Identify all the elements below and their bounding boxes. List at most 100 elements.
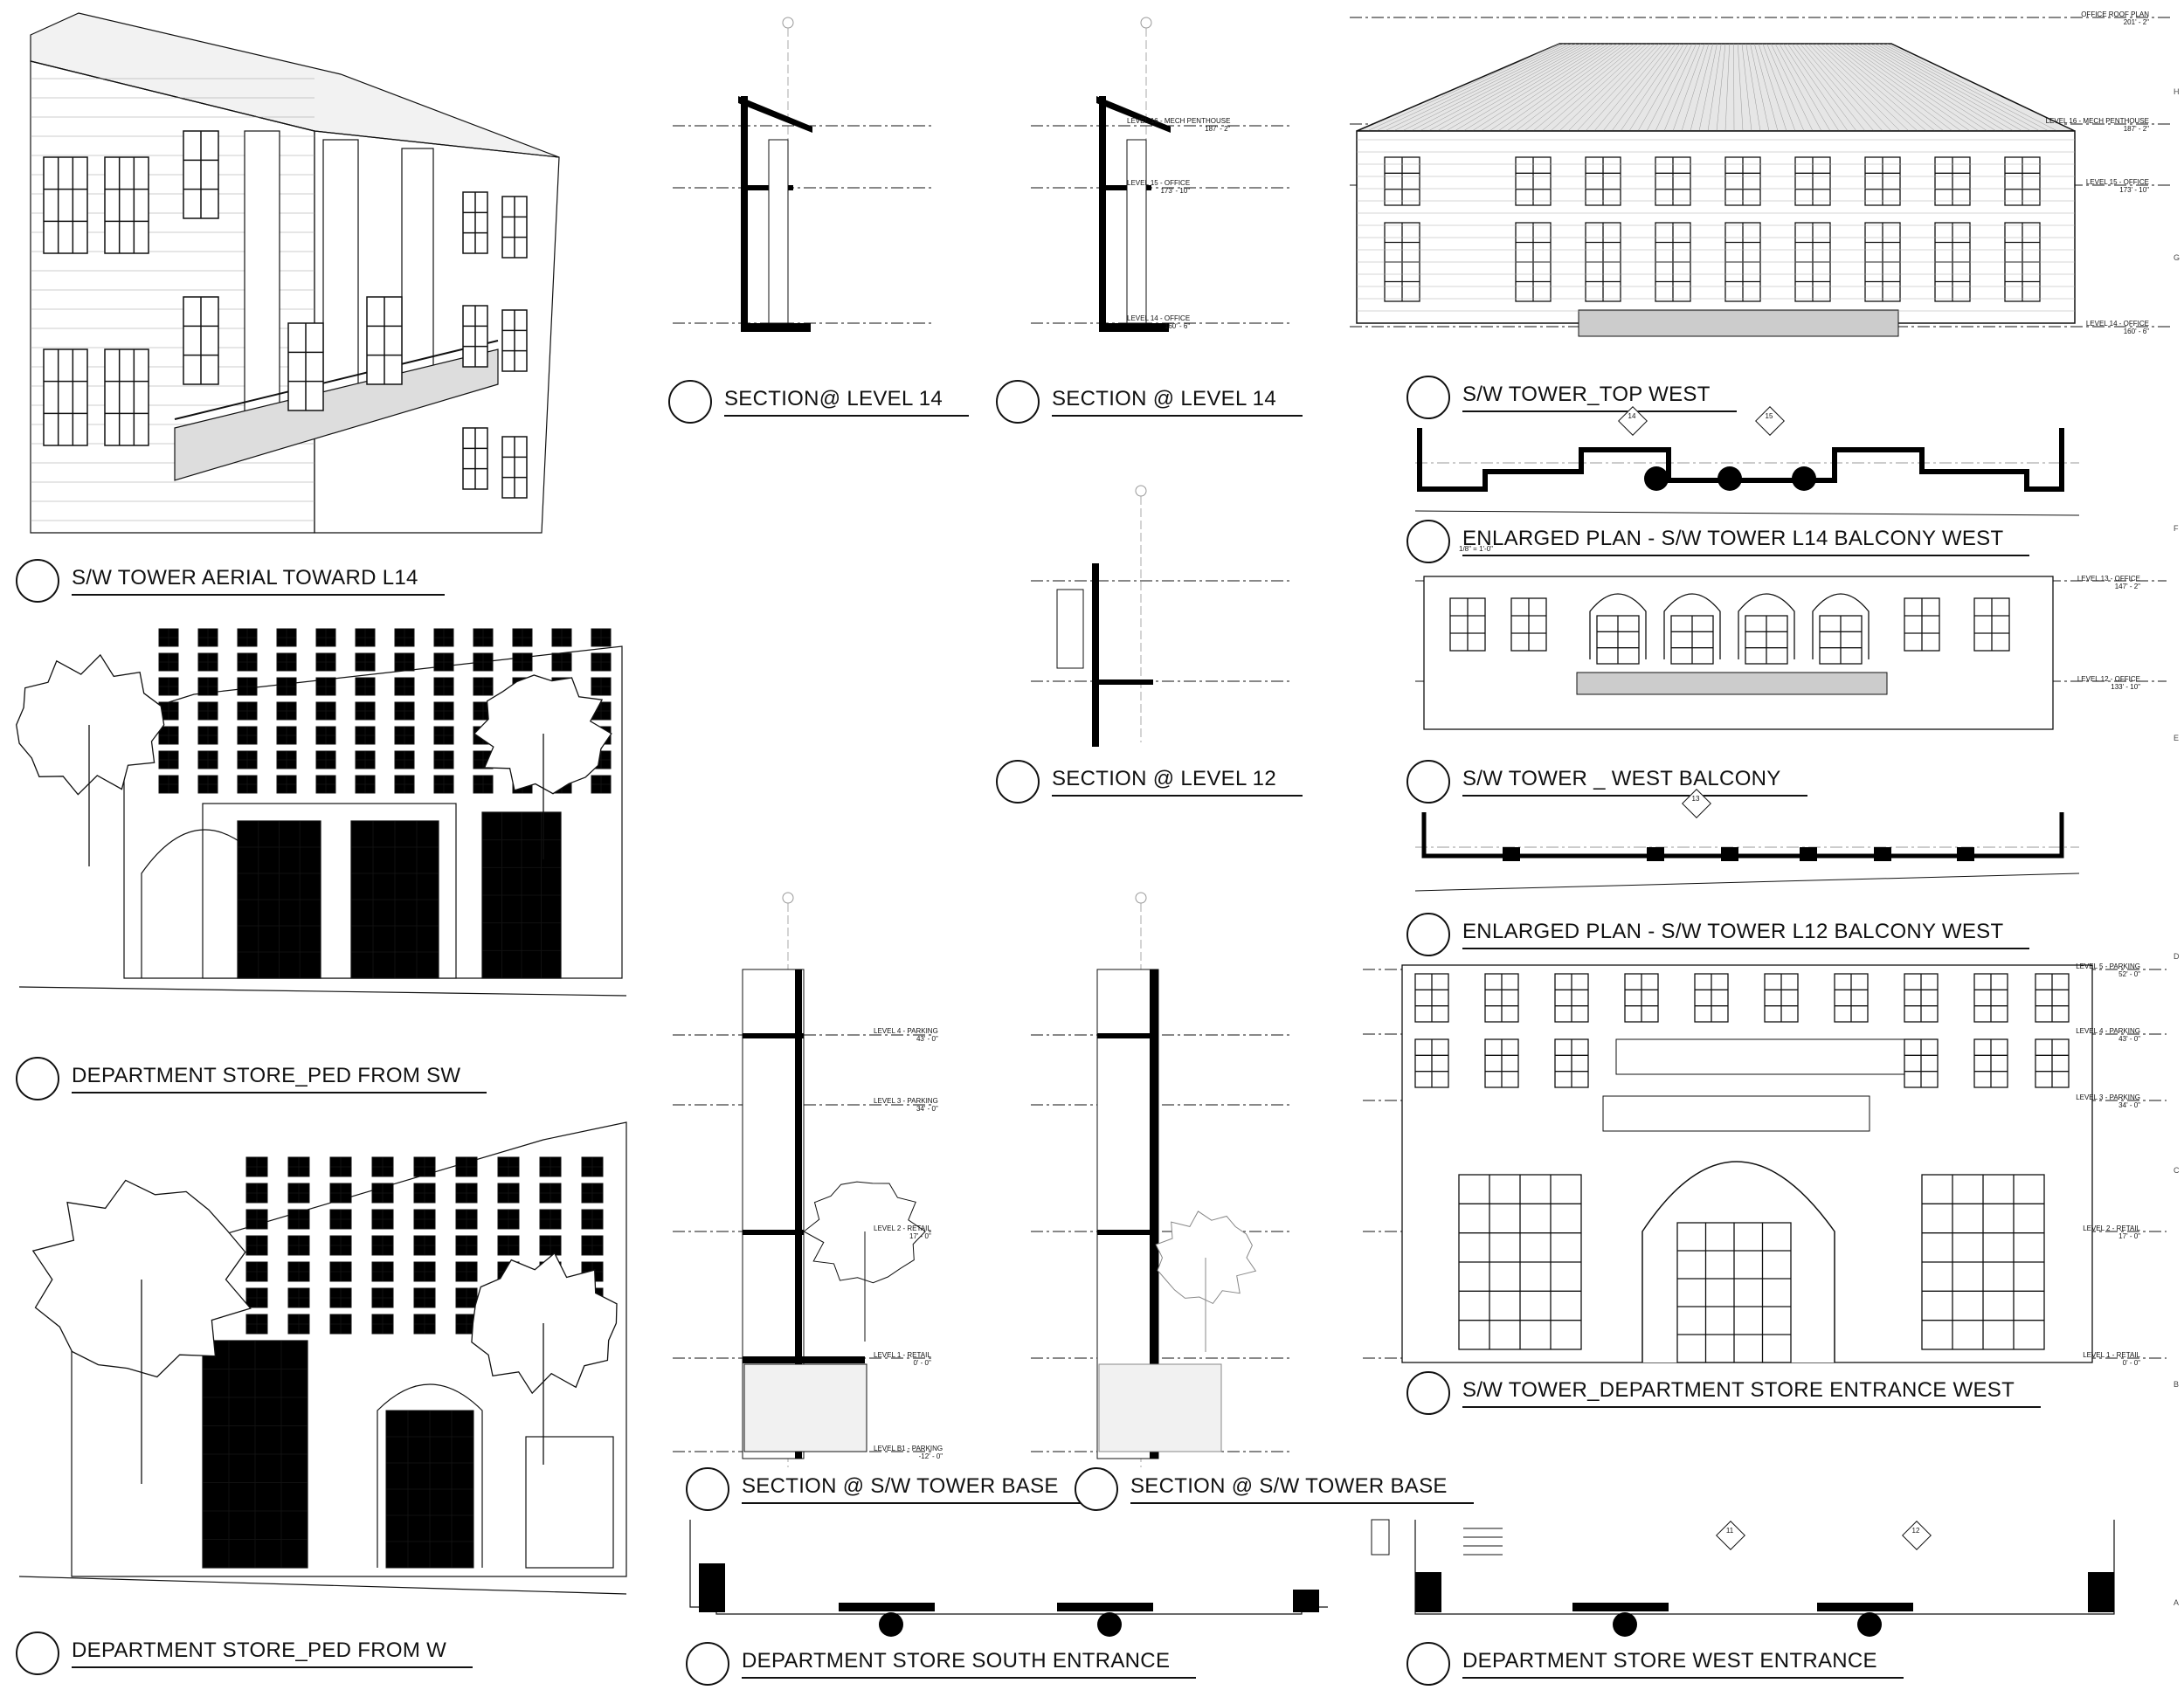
view-title: S/W TOWER_DEPARTMENT STORE ENTRANCE WEST [1406, 1371, 2042, 1415]
drawing-line [1707, 43, 1722, 132]
dept-ped-sw-perspective [16, 611, 627, 1039]
dept-south-entrance-plan [681, 1511, 1345, 1642]
grid-letter: H [2174, 87, 2180, 96]
view-bubble [1406, 520, 1450, 563]
section-level-12-drawing [1031, 485, 1293, 747]
drawing-line [43, 348, 88, 446]
drawing-line [1754, 43, 1779, 132]
drawing-line [1870, 43, 2023, 132]
view-title-text: SECTION@ LEVEL 14 [724, 387, 969, 417]
grid-letter: C [2174, 1166, 2180, 1175]
view-title: DEPARTMENT STORE_PED FROM SW [16, 1057, 487, 1100]
level-name: LEVEL 15 - OFFICE [2085, 178, 2149, 186]
dept-ped-sw-drawing [16, 628, 627, 997]
drawing-line [104, 156, 149, 254]
drawing-line [1480, 43, 1614, 132]
level-name: LEVEL 3 - PARKING [874, 1097, 938, 1105]
drawing-line [1410, 43, 1580, 132]
view-title-text: S/W TOWER_TOP WEST [1462, 383, 1737, 412]
level-elev: 201' - 2" [2123, 18, 2149, 26]
drawing-line [1436, 43, 1593, 132]
level-name: LEVEL 5 - PARKING [2076, 962, 2140, 970]
drawing-line [1724, 43, 1730, 132]
section-tower-base-a-drawing [673, 892, 935, 1467]
view-bubble [1075, 1467, 1118, 1511]
aerial-perspective-drawing [30, 12, 560, 534]
level-elev: 147' - 2" [2114, 583, 2140, 590]
drawing-line [1524, 43, 1635, 132]
level-name: LEVEL 14 - OFFICE [2085, 320, 2149, 328]
drawing-line [1741, 43, 1752, 132]
drawing-line [1489, 43, 1618, 132]
dept-west-entrance-plan [1363, 1511, 2167, 1642]
level-name: LEVEL 1 - RETAIL [2083, 1351, 2140, 1359]
drawing-line [1762, 43, 1796, 132]
drawing-line [1690, 43, 1713, 132]
level-name: OFFICE ROOF PLAN [2081, 10, 2149, 18]
drawing-line [1497, 43, 1622, 132]
drawing-line [1800, 43, 1875, 132]
view-title: SECTION @ LEVEL 12 [996, 760, 1303, 804]
drawing-line [471, 1252, 618, 1395]
section-tag-num: 13 [1691, 795, 1700, 803]
drawing-line [1862, 43, 2006, 132]
level-name: LEVEL 4 - PARKING [874, 1027, 938, 1035]
level-elev: 173' - 10" [2119, 186, 2149, 194]
view-title: S/W TOWER AERIAL TOWARD L14 [16, 559, 445, 603]
drawing-line [1716, 43, 1726, 132]
section-level-14-a-drawing [673, 17, 935, 332]
west-balcony-drawing [1415, 576, 2167, 730]
drawing-line [1774, 43, 1822, 132]
drawing-line [1758, 43, 1787, 132]
drawing-line [1804, 43, 1883, 132]
level-elev: 0' - 0" [2122, 1359, 2140, 1367]
drawing-line [1655, 43, 1697, 132]
view-title: ENLARGED PLAN - S/W TOWER L14 BALCONY WE… [1406, 520, 2030, 563]
section-level-12 [1031, 480, 1328, 751]
section-tag: 11 [1716, 1521, 1745, 1550]
drawing-line [1812, 43, 1901, 132]
drawing-line [1532, 43, 1639, 132]
view-bubble [668, 380, 712, 424]
view-bubble [686, 1642, 729, 1686]
level-name: LEVEL 1 - RETAIL [874, 1351, 931, 1359]
dept-entrance-west-drawing [1363, 964, 2167, 1363]
view-bubble [16, 1057, 59, 1100]
view-title-text: SECTION @ S/W TOWER BASE [1130, 1474, 1474, 1504]
view-title: SECTION @ S/W TOWER BASE [1075, 1467, 1474, 1511]
view-title-text: DEPARTMENT STORE_PED FROM SW [72, 1064, 487, 1093]
view-title: S/W TOWER_TOP WEST [1406, 376, 1737, 419]
level-name: LEVEL 16 - MECH PENTHOUSE [2045, 117, 2149, 125]
section-tower-base-b [1031, 882, 1328, 1476]
west-balcony-elevation [1415, 563, 2167, 738]
level-elev: 187' - 2" [1205, 125, 1231, 133]
view-title-text: S/W TOWER AERIAL TOWARD L14 [72, 566, 445, 596]
level-name: LEVEL 2 - RETAIL [874, 1224, 931, 1232]
drawing-line [104, 348, 149, 446]
dept-south-entrance-drawing [689, 1520, 1328, 1637]
drawing-line [1887, 43, 2058, 132]
tower-top-west-drawing [1350, 17, 2171, 337]
grid-letter: D [2174, 952, 2180, 961]
drawing-line [31, 1179, 252, 1378]
drawing-line [1828, 43, 1936, 132]
drawing-line [1824, 43, 1927, 132]
view-title: ENLARGED PLAN - S/W TOWER L12 BALCONY WE… [1406, 913, 2030, 956]
drawing-line [1620, 43, 1680, 132]
section-tag: 12 [1902, 1521, 1932, 1550]
drawing-line [1506, 43, 1627, 132]
level-elev: 160' - 6" [2123, 328, 2149, 335]
level-elev: 52' - 0" [2118, 970, 2140, 978]
level-tag: LEVEL B1 - PARKING-12' - 0" [874, 1445, 943, 1460]
drawing-line [1807, 43, 1892, 132]
drawing-line [1791, 43, 1857, 132]
drawing-line [1366, 43, 1560, 132]
drawing-line [1771, 43, 1814, 132]
level-name: LEVEL 3 - PARKING [2076, 1093, 2140, 1101]
dept-entrance-west-elevation [1363, 961, 2167, 1380]
drawing-line [1611, 43, 1676, 132]
drawing-line [1384, 43, 1568, 132]
